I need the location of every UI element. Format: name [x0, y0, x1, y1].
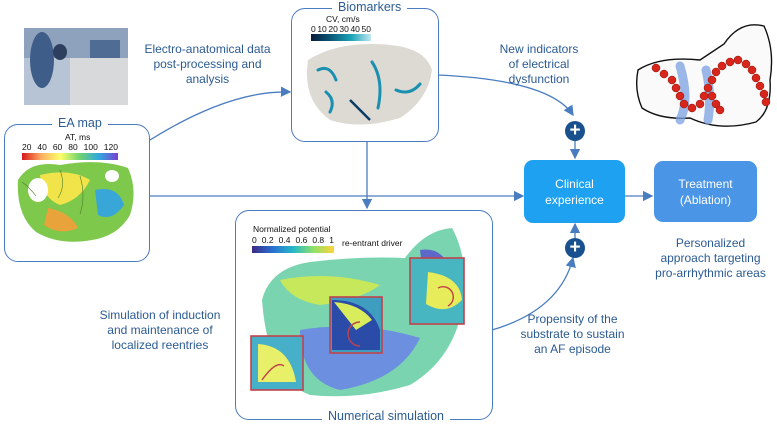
simulation-induction-label: Simulation of induction and maintenance …	[99, 308, 221, 352]
potential-scale-ticks: 0 0.2 0.4 0.6 0.8 1	[252, 235, 334, 245]
personalized-label: Personalized approach targeting pro-arrh…	[655, 236, 766, 280]
reentrant-driver-label: re-entrant driver	[342, 238, 403, 248]
biomarkers-title: Biomarkers	[332, 0, 408, 14]
ea-data-label: Electro-anatomical data post-processing …	[144, 42, 271, 86]
arrow-biomarkers-to-plus	[437, 74, 574, 117]
simulation-title: Numerical simulation	[322, 409, 451, 423]
propensity-label: Propensity of the substrate to sustain a…	[520, 312, 625, 356]
cv-colorbar	[311, 34, 371, 41]
cv-scale-title: CV, cm/s	[326, 14, 360, 24]
at-scale-title: AT, ms	[65, 132, 91, 142]
plus-icon-top: +	[565, 121, 585, 141]
treatment-ablation-box: Treatment (Ablation)	[654, 161, 757, 222]
arrow-simulation-to-plus	[491, 256, 576, 331]
cv-scale-ticks: 0 10 20 30 40 50	[311, 24, 371, 34]
potential-scale-title: Normalized potential	[253, 224, 331, 234]
plus-icon-bottom: +	[565, 238, 585, 258]
arrow-ea-to-biomarkers	[149, 86, 292, 141]
potential-colorbar	[252, 246, 334, 253]
at-scale-ticks: 20 40 60 80 100 120	[22, 142, 118, 152]
at-colorbar	[22, 153, 118, 160]
clinical-experience-box: Clinical experience	[524, 160, 625, 223]
new-indicators-label: New indicators of electrical dysfunction	[499, 42, 579, 86]
ea-map-title: EA map	[52, 116, 108, 130]
